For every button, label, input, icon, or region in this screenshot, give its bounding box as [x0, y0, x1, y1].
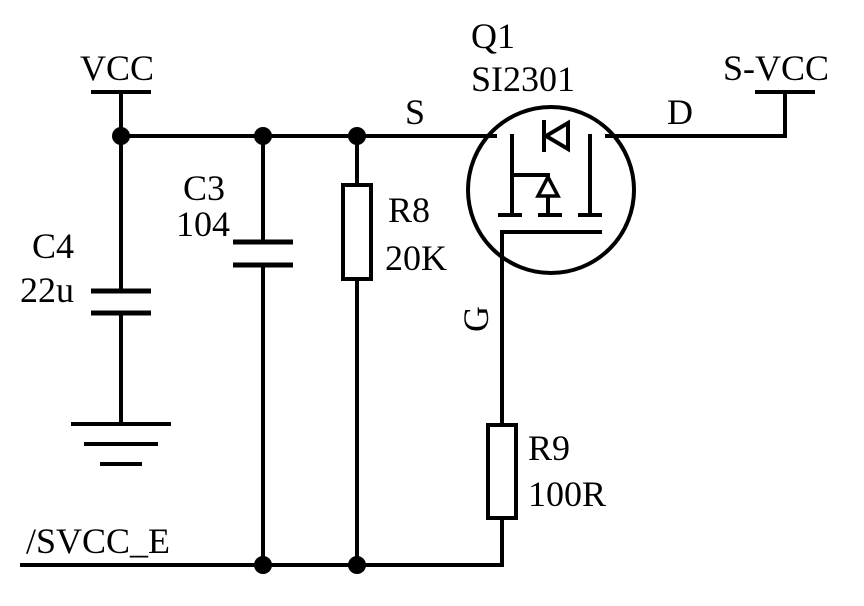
ground-symbol [71, 422, 171, 466]
junction-dot [348, 556, 366, 574]
junction-dot [112, 127, 130, 145]
q1-mosfet [466, 105, 787, 275]
junction-dot [254, 127, 272, 145]
c4-value-label: 22u [20, 270, 74, 310]
r8-ref-label: R8 [388, 190, 430, 230]
s-vcc-label: S-VCC [723, 48, 829, 88]
junction-dot [348, 127, 366, 145]
q1-value-label: SI2301 [471, 59, 575, 99]
body-diode-icon [542, 119, 570, 153]
vcc-label: VCC [80, 48, 154, 88]
q1-pin-g-label: G [456, 306, 496, 332]
c3-ref-label: C3 [183, 168, 225, 208]
s-vcc-power-symbol [755, 90, 815, 138]
q1-pin-s-label: S [405, 92, 425, 132]
q1-pin-d-label: D [667, 92, 693, 132]
substrate-arrow-icon [535, 173, 561, 198]
r9-resistor [486, 423, 518, 567]
c3-value-label: 104 [176, 204, 230, 244]
c4-ref-label: C4 [32, 226, 74, 266]
r8-value-label: 20K [385, 238, 447, 278]
r9-value-label: 100R [528, 474, 606, 514]
c4-capacitor [91, 134, 151, 426]
svcc-e-label: /SVCC_E [26, 521, 170, 561]
c3-capacitor [233, 134, 293, 567]
q1-ref-label: Q1 [471, 16, 515, 56]
r9-ref-label: R9 [528, 428, 570, 468]
r8-resistor [341, 134, 373, 567]
junction-dot [254, 556, 272, 574]
